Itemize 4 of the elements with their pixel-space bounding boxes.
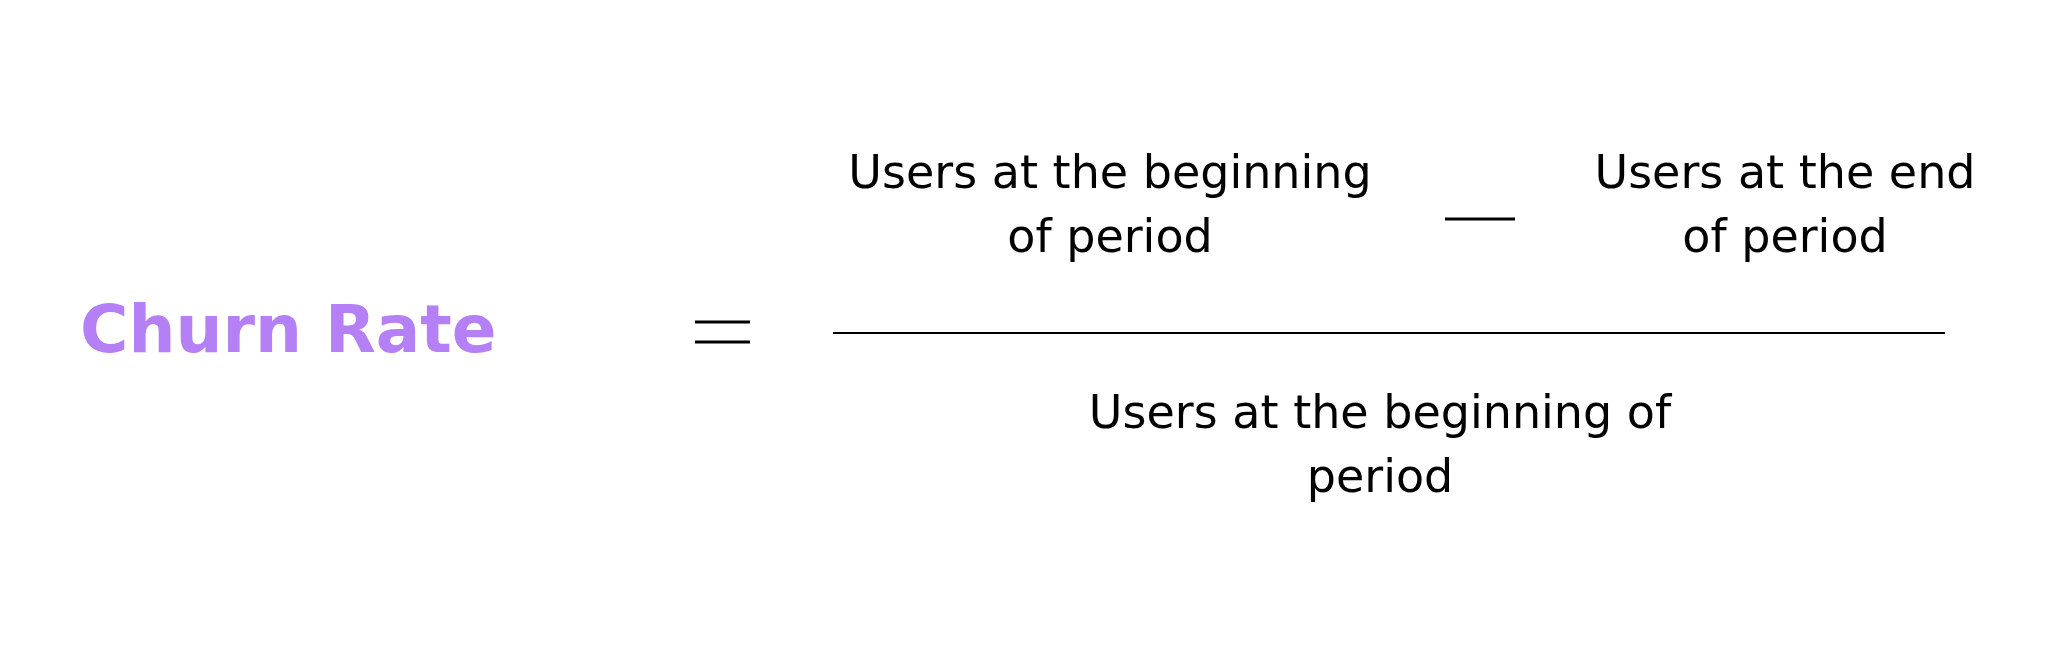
formula-term: Users at the end of period: [1594, 145, 1976, 263]
formula-name: Churn Rate: [80, 291, 497, 368]
formula-term: Users at the beginning of period: [848, 145, 1372, 263]
formula-term: Users at the beginning of period: [1088, 385, 1672, 503]
